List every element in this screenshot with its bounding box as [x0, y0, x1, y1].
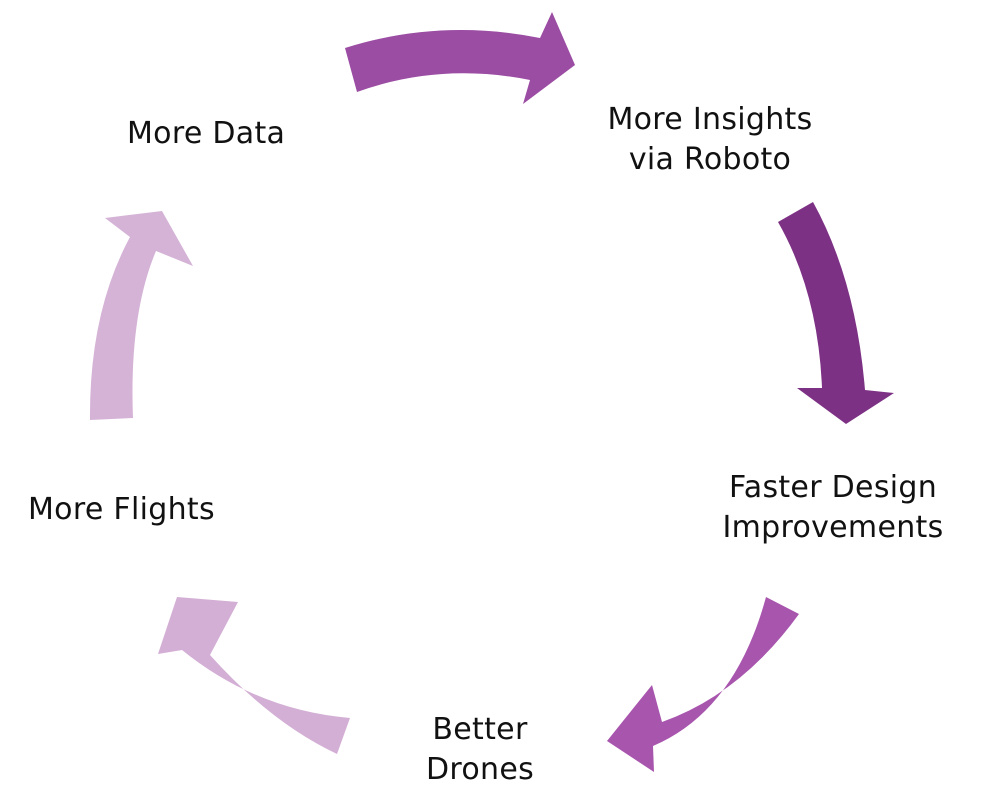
node-better-drones-line-2: Drones: [425, 752, 535, 787]
node-better-drones: Better Drones: [400, 710, 560, 790]
node-more-insights-line-2: via Roboto: [628, 142, 792, 177]
arrow-insights-to-faster: [778, 202, 894, 424]
arrow-faster-to-drones: [607, 597, 799, 772]
node-more-insights-line-1: More Insights: [607, 102, 813, 137]
node-faster-design-line-2: Improvements: [722, 510, 944, 545]
node-faster-design: Faster Design Improvements: [698, 468, 968, 548]
node-more-flights: More Flights: [28, 490, 215, 530]
node-faster-design-line-1: Faster Design: [728, 470, 938, 505]
arrow-drones-to-flights: [158, 597, 350, 754]
node-more-data: More Data: [127, 114, 285, 154]
node-more-insights: More Insights via Roboto: [560, 100, 860, 180]
node-more-flights-line-1: More Flights: [28, 492, 215, 527]
node-more-data-line-1: More Data: [127, 116, 286, 151]
node-better-drones-line-1: Better: [432, 712, 528, 747]
arrow-data-to-insights: [345, 12, 575, 104]
arrow-flights-to-data: [89, 211, 193, 420]
